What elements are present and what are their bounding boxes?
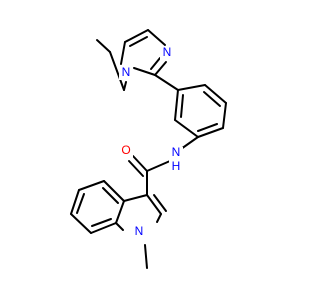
bond-ind-c3a-c4-double [102, 187, 119, 204]
bond-ind-c2-n1 [156, 213, 162, 223]
bond-ethyl-ch3-ch2 [96, 39, 111, 53]
bond-ind-c7a-c3a [115, 200, 125, 224]
bond-ind-c7-c7a [90, 222, 117, 234]
atom-n-ethyl: N [122, 65, 131, 79]
bond-ph-6-1-double [180, 94, 184, 118]
bond-indole-n-methyl [144, 244, 148, 269]
bond-ph-nh [180, 136, 199, 150]
bond-ind-c3a-c3 [123, 194, 148, 202]
bond-imid-n3-c2-double [150, 57, 161, 70]
bond-imid-n1-c5 [120, 41, 126, 65]
bond-ph-6-1 [174, 89, 179, 121]
atom-n-indole: N [135, 224, 144, 238]
atom-h-amide: H [172, 159, 181, 173]
atom-n-imine: N [163, 45, 172, 59]
bond-ph-2-3 [204, 84, 227, 104]
bond-ind-c5-c6 [70, 189, 80, 215]
bond-ph-5-6 [174, 119, 199, 138]
bond-carbonyl-c-o [132, 155, 148, 172]
bond-ethyl-n [123, 81, 127, 91]
bond-ethyl-ch2-ch2b [109, 51, 125, 91]
bond-ph-4-5 [197, 127, 224, 138]
atom-o-carbonyl: O [121, 143, 130, 157]
atom-labels: N N N H O N [119, 45, 183, 239]
bond-imid-c5-c4-double [129, 36, 148, 47]
bond-ph-1-2 [177, 84, 206, 91]
bonds [70, 29, 227, 269]
bond-ind-n1-c7a [115, 222, 124, 231]
bond-carbonyl-c-o-double [128, 160, 144, 177]
bond-imid-c4-n3 [147, 29, 166, 46]
bond-imid-phenyl [154, 74, 179, 91]
bond-imid-c2-n1 [133, 67, 156, 76]
bond-nh-carbonyl-c [146, 160, 171, 172]
bond-ind-c3-c2 [146, 194, 162, 215]
bond-ind-c4-c5 [78, 180, 105, 191]
bond-ind-c3-c2-double [153, 194, 167, 212]
bond-ind-c7-c7a-double [91, 218, 112, 227]
bond-imid-n3-c2 [154, 61, 167, 76]
bond-ind-c5-c6-double [76, 193, 85, 214]
bond-ind-c3a-c4 [103, 180, 125, 202]
bond-ph-4-5-double [197, 123, 218, 132]
atom-n-amide: N [172, 145, 181, 159]
bond-ind-c6-c7 [70, 213, 92, 234]
bond-ph-3-4 [222, 102, 227, 129]
bond-imid-c5-c4 [124, 29, 149, 43]
bond-ph-2-3-double [203, 91, 221, 107]
molecule-structure-diagram: N N N H O N [70, 29, 227, 269]
